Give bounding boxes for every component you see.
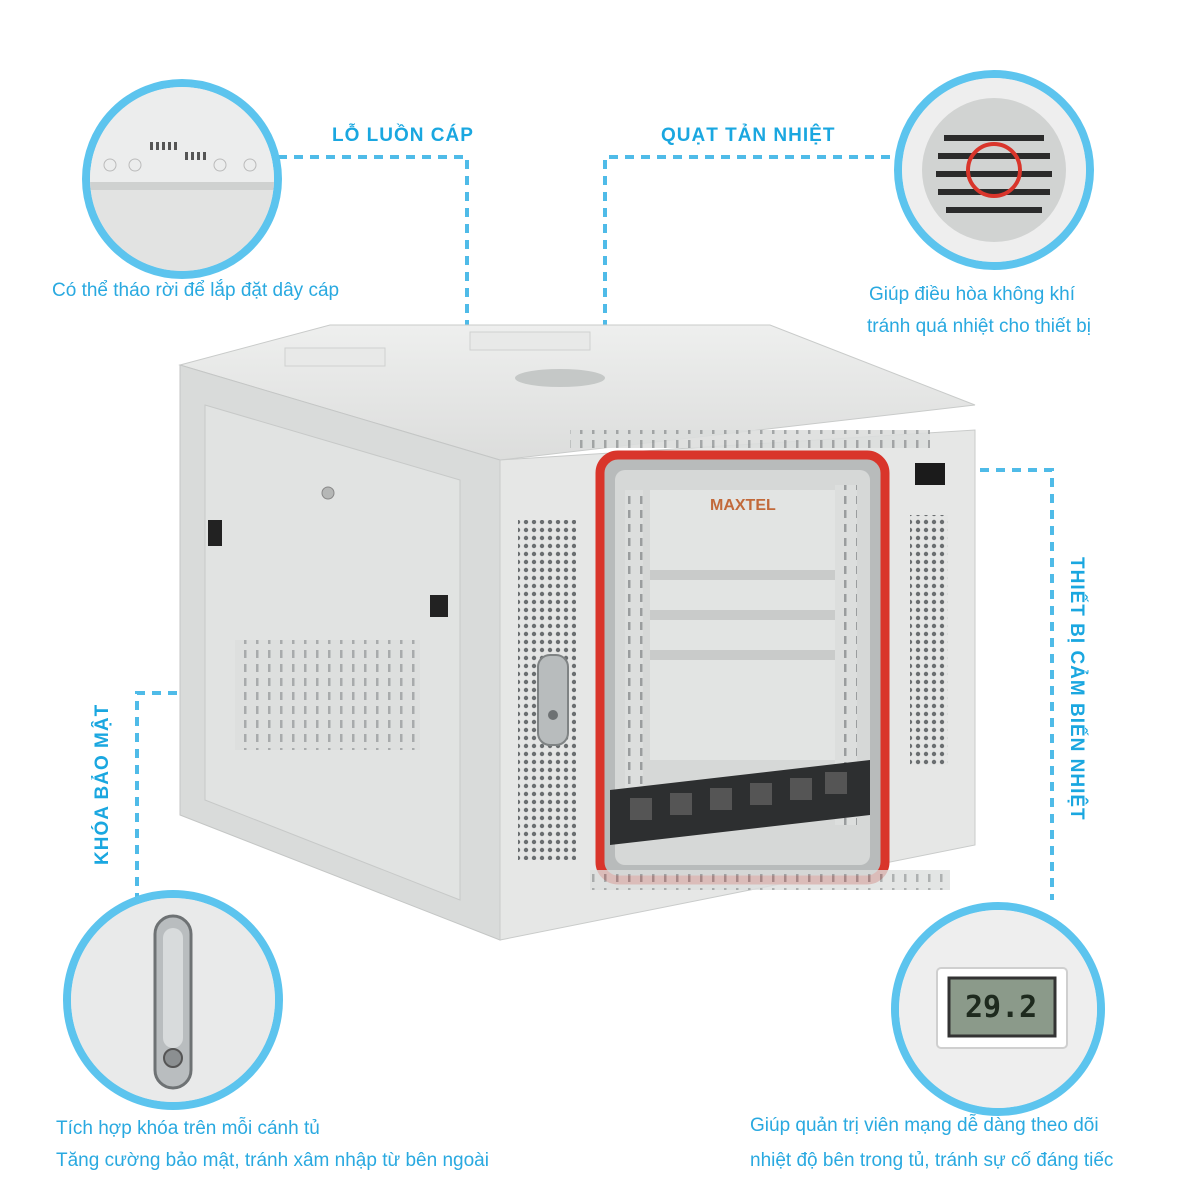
cooling-fan-desc-1: Giúp điều hòa không khí	[869, 284, 1075, 305]
security-lock-zoom	[63, 890, 283, 1110]
fan-connector	[603, 155, 890, 378]
cable-hole-zoom	[82, 79, 282, 279]
fan-icon	[902, 78, 1086, 262]
cable-hole-desc: Có thể tháo rời để lắp đặt dây cáp	[52, 280, 340, 301]
network-cabinet: MAXTEL	[178, 324, 976, 941]
cooling-fan-zoom	[894, 70, 1094, 270]
temp-sensor-desc-1: Giúp quản trị viên mạng dễ dàng theo dõi	[750, 1115, 1099, 1136]
cooling-fan-title: QUẠT TẢN NHIỆT	[661, 125, 836, 146]
cooling-fan-desc-2: tránh quá nhiệt cho thiết bị	[867, 316, 1091, 337]
temp-reading: 29.2	[965, 990, 1038, 1025]
security-lock-desc-1: Tích hợp khóa trên mỗi cánh tủ	[56, 1118, 320, 1139]
temp-sensor-desc-2: nhiệt độ bên trong tủ, tránh sự cố đáng …	[750, 1150, 1114, 1171]
temp-sensor-title: THIẾT BỊ CẢM BIẾN NHIỆT	[1066, 557, 1087, 821]
sensor-connector	[948, 468, 1054, 900]
security-lock-desc-2: Tăng cường bảo mật, tránh xâm nhập từ bê…	[56, 1150, 489, 1171]
cabinet-brand: MAXTEL	[710, 497, 776, 514]
thermometer-display-icon	[899, 910, 1097, 1108]
temp-sensor-zoom: 29.2	[891, 902, 1105, 1116]
lock-handle-icon	[71, 898, 275, 1102]
cable-hole-title: LỖ LUỒN CÁP	[332, 125, 474, 146]
security-lock-title: KHÓA BẢO MẬT	[92, 703, 113, 865]
